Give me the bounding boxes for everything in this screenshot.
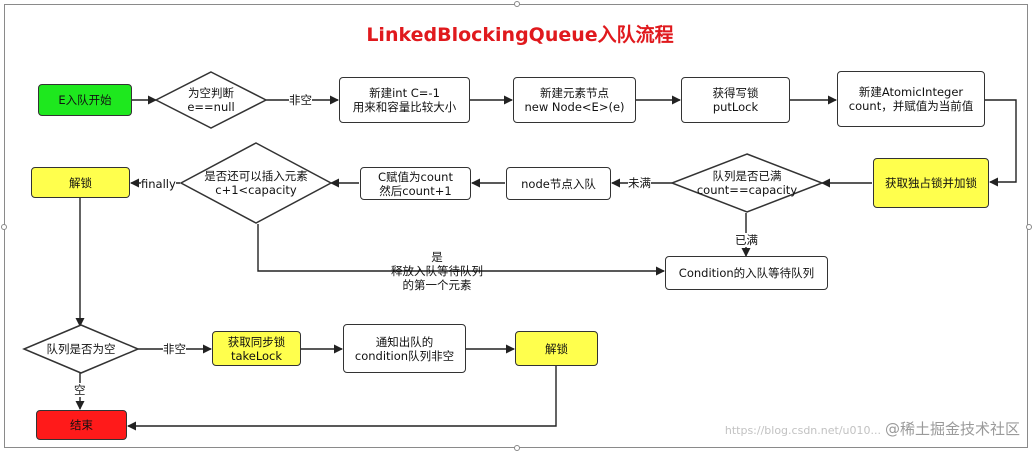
edge-label-empty: 空	[74, 383, 86, 397]
node-unlock-2[interactable]: 解锁	[515, 331, 598, 366]
node-new-int[interactable]: 新建int C=-1 用来和容量比较大小	[339, 77, 470, 123]
diamond-check-full	[669, 153, 825, 213]
resize-handle-left[interactable]	[1, 224, 7, 230]
node-check-null-text[interactable]: 为空判断 e==null	[187, 86, 235, 114]
node-enqueue[interactable]: node节点入队	[506, 167, 611, 200]
node-end[interactable]: 结束	[36, 410, 127, 440]
edge-label-not-empty-2: 非空	[163, 342, 186, 356]
watermark-url: https://blog.csdn.net/u010...	[724, 424, 881, 437]
edge-unlock2-to-end	[127, 366, 557, 431]
node-unlock-1[interactable]: 解锁	[31, 167, 130, 198]
edge-label-finally: finally	[141, 177, 176, 191]
node-cond-wait[interactable]: Condition的入队等待队列	[665, 256, 828, 290]
node-lock[interactable]: 获取独占锁并加锁	[873, 158, 989, 208]
node-check-full-text[interactable]: 队列是否已满 count==capacity	[696, 169, 798, 197]
diamond-check-empty	[22, 324, 140, 374]
node-new-atomic[interactable]: 新建AtomicInteger count，并赋值为当前值	[837, 71, 985, 127]
edge-label-yes-release: 是 释放入队等待队列 的第一个元素	[391, 250, 483, 292]
diamond-check-insert	[179, 142, 333, 224]
node-get-putlock[interactable]: 获得写锁 putLock	[681, 77, 790, 123]
diagram-title: LinkedBlockingQueue入队流程	[366, 24, 674, 46]
diamond-check-null	[154, 71, 268, 129]
edge-label-not-full: 未满	[628, 176, 651, 190]
resize-handle-top[interactable]	[514, 1, 520, 7]
resize-handle-bottom[interactable]	[514, 445, 520, 451]
edge-label-not-empty-1: 非空	[289, 93, 312, 107]
watermark-brand: @稀土掘金技术社区	[884, 420, 1020, 438]
node-start[interactable]: E入队开始	[38, 84, 132, 116]
edge-check-insert-to-cond	[257, 224, 665, 276]
edge-atomic-to-lock	[985, 99, 1017, 187]
watermark: https://blog.csdn.net/u010...@稀土掘金技术社区	[725, 418, 1020, 439]
node-take-lock[interactable]: 获取同步锁 takeLock	[212, 331, 301, 366]
node-new-node[interactable]: 新建元素节点 new Node<E>(e)	[513, 77, 636, 123]
resize-handle-right[interactable]	[1026, 224, 1032, 230]
node-assign-c[interactable]: C赋值为count 然后count+1	[360, 167, 471, 200]
edge-label-full: 已满	[735, 233, 758, 247]
node-notify[interactable]: 通知出队的 condition队列非空	[343, 324, 466, 373]
node-check-empty-text[interactable]: 队列是否为空	[46, 342, 116, 356]
node-check-insert-text[interactable]: 是否还可以插入元素 c+1<capacity	[204, 169, 308, 197]
